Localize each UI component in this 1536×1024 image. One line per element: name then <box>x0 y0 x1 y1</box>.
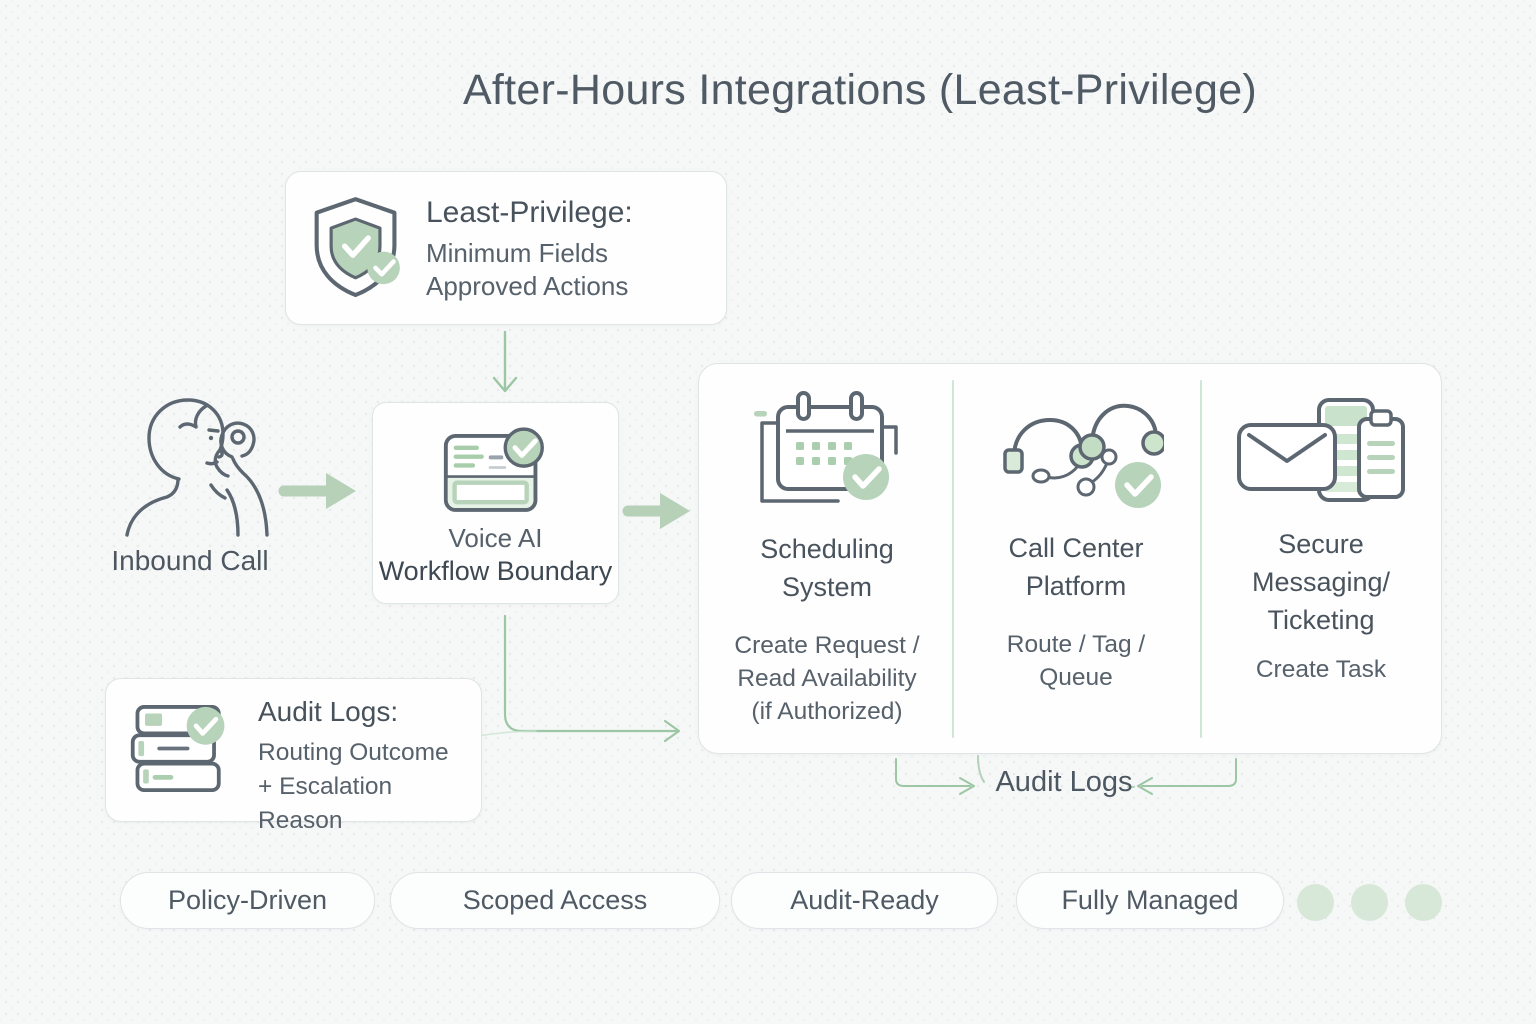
shield-check-icon <box>314 197 400 298</box>
trailing-dot <box>1297 884 1334 921</box>
flow-arrow-2 <box>622 493 690 529</box>
person-on-phone-icon <box>125 398 269 537</box>
column-divider <box>1200 380 1202 738</box>
approved-form-check-icon <box>443 427 544 512</box>
column-actions: Create Request / Read Availability (if A… <box>734 632 920 725</box>
badge-audit-ready: Audit-Ready <box>731 872 998 929</box>
voice-ai-box: Voice AI Workflow Boundary <box>372 402 619 604</box>
flow-arrow-1 <box>278 473 356 509</box>
audit-logs-box: Audit Logs: Routing Outcome + Escalation… <box>105 678 482 834</box>
least-privilege-line: Approved Actions <box>426 271 629 301</box>
audit-logs-arrows <box>895 755 1237 795</box>
audit-elbow-connector <box>469 614 681 743</box>
workflow-boundary-label: Workflow Boundary <box>378 556 613 586</box>
least-privilege-line: Minimum Fields <box>426 238 609 268</box>
down-arrow <box>492 330 518 393</box>
least-privilege-heading: Least-Privilege: <box>426 196 633 229</box>
column-actions: Create Task <box>1255 656 1387 683</box>
headsets-check-icon <box>1003 403 1164 508</box>
trailing-dot <box>1405 884 1442 921</box>
secure-messaging-column: Secure Messaging/ Ticketing Create Task <box>1208 363 1434 686</box>
badge-fully-managed: Fully Managed <box>1016 872 1284 929</box>
page-title: After-Hours Integrations (Least-Privileg… <box>462 66 1258 114</box>
badge-policy-driven: Policy-Driven <box>120 872 375 929</box>
column-title: Scheduling System <box>760 534 894 602</box>
column-title: Secure Messaging/ Ticketing <box>1251 529 1391 635</box>
badge-scoped-access: Scoped Access <box>390 872 720 929</box>
audit-logs-heading: Audit Logs: <box>258 696 399 727</box>
scheduling-column: Scheduling System Create Request / Read … <box>708 363 946 728</box>
calendar-check-icon <box>754 391 898 503</box>
column-title: Call Center Platform <box>1008 533 1144 601</box>
trailing-dot <box>1351 884 1388 921</box>
voice-ai-label: Voice AI <box>448 523 543 553</box>
mail-phone-clipboard-icon <box>1237 398 1405 502</box>
column-divider <box>952 380 954 738</box>
inbound-call-label: Inbound Call <box>111 545 269 576</box>
audit-logs-line: + Escalation Reason <box>258 773 393 834</box>
log-stack-check-icon <box>130 705 225 793</box>
least-privilege-box: Least-Privilege: Minimum Fields Approved… <box>285 171 727 325</box>
audit-logs-line: Routing Outcome <box>258 739 449 766</box>
audit-logs-flow-label: Audit Logs <box>995 766 1133 798</box>
column-actions: Route / Tag / Queue <box>1006 631 1146 691</box>
call-center-column: Call Center Platform Route / Tag / Queue <box>960 363 1192 694</box>
